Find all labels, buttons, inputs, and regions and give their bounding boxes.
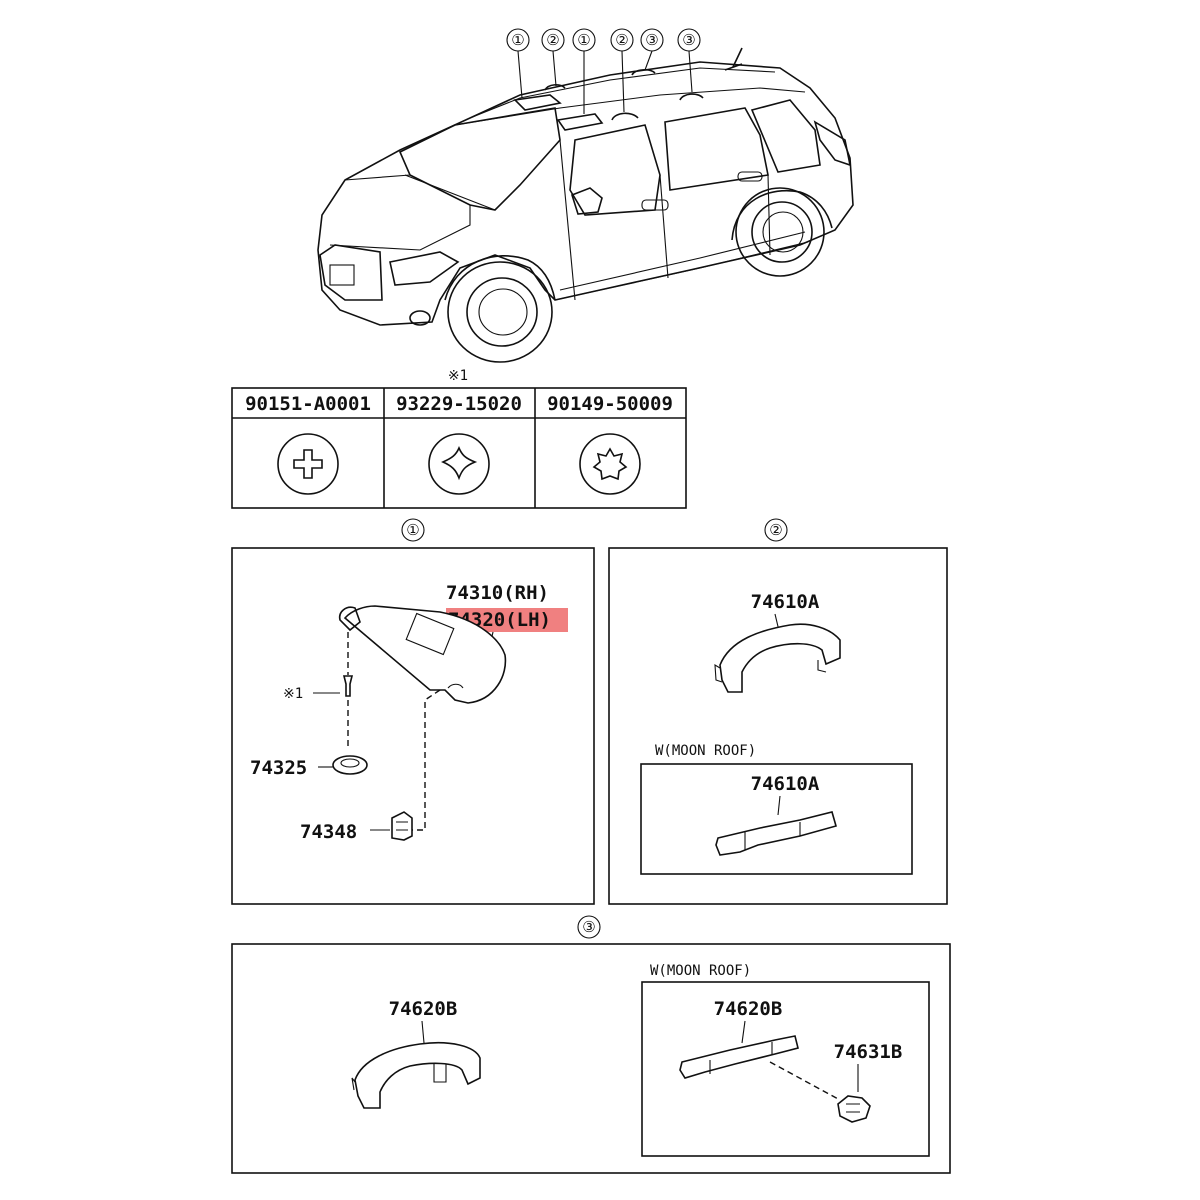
assist-grip-moon-roof xyxy=(715,811,837,856)
fastener-note: ※1 xyxy=(448,368,468,384)
torx-screw-head-icon xyxy=(579,433,641,495)
fastener-part-number: 93229-15020 xyxy=(396,393,522,415)
callout-3: ① xyxy=(577,31,590,49)
phillips-screw-head-icon xyxy=(277,433,339,495)
section-3-callout: ③ xyxy=(582,918,595,936)
part-74348: 74348 xyxy=(300,821,357,843)
part-74631B: 74631B xyxy=(834,1041,903,1063)
assist-grip-rear xyxy=(354,1041,481,1109)
callout-1: ① xyxy=(511,31,524,49)
visor-clip xyxy=(391,811,413,841)
fastener-part-number: 90149-50009 xyxy=(547,393,673,415)
fastener-part-number: 90151-A0001 xyxy=(245,393,371,415)
part-74620B-moon-roof: 74620B xyxy=(714,998,783,1020)
assist-grip-rear-moon-roof xyxy=(679,1035,799,1079)
screw xyxy=(342,675,354,697)
callout-4: ② xyxy=(615,31,628,49)
sun-visor xyxy=(343,605,507,704)
callout-5: ③ xyxy=(645,31,658,49)
visor-holder xyxy=(332,755,368,775)
part-74325: 74325 xyxy=(250,757,307,779)
top-callouts: ① ② ① ② ③ ③ xyxy=(506,28,701,114)
callout-6: ③ xyxy=(682,31,695,49)
part-74610A: 74610A xyxy=(751,591,820,613)
section-2-assist-grip: ② 74610A W(MOON ROOF) 74610A xyxy=(608,518,948,905)
part-74310-rh: 74310(RH) xyxy=(446,582,549,604)
section-3-assist-grip: ③ 74620B W(MOON ROOF) 74620B 74631B xyxy=(231,915,951,1174)
callout-2: ② xyxy=(546,31,559,49)
fastener-table: ※1 90151-A0001 93229-15020 90149-50009 xyxy=(231,368,687,509)
moon-roof-label-rear: W(MOON ROOF) xyxy=(650,963,751,979)
moon-roof-label: W(MOON ROOF) xyxy=(655,743,756,759)
grip-clip xyxy=(837,1095,871,1123)
section-1-callout: ① xyxy=(406,521,419,539)
clip-head-icon xyxy=(428,433,490,495)
assist-grip xyxy=(719,623,841,693)
section-2-callout: ② xyxy=(769,521,782,539)
part-74610A-moon-roof: 74610A xyxy=(751,773,820,795)
section-1-sun-visor: ① 74310(RH) 74320(LH) ※1 74325 xyxy=(231,518,595,905)
part-74620B: 74620B xyxy=(389,998,458,1020)
car-illustration xyxy=(317,47,854,363)
screw-reference: ※1 xyxy=(283,686,303,702)
